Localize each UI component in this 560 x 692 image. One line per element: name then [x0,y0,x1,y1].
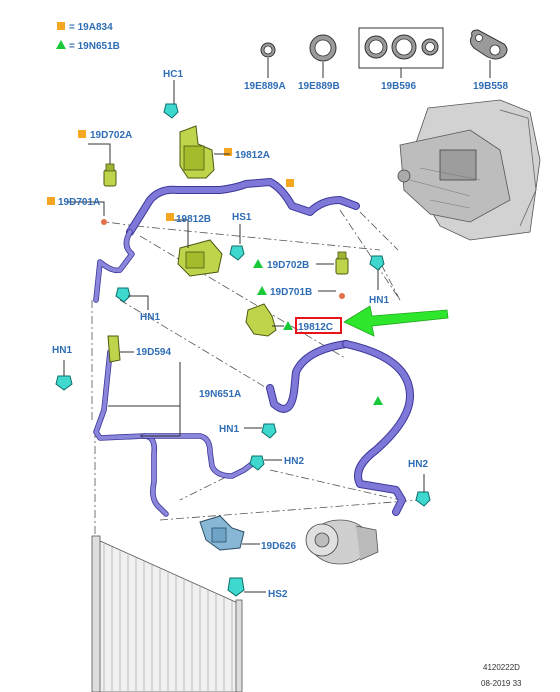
ref-date: 08-2019 33 [481,679,522,688]
label-hs1[interactable]: HS1 [232,212,252,223]
part-labels: HC1 19D702A 19812A 19D701A 19812B HS1 19… [52,69,428,600]
label-19e889b: 19E889B [298,81,340,92]
triangle-marker-icon [253,259,263,268]
valve-icon [103,169,117,187]
label-19e889a: 19E889A [244,81,286,92]
bracket-icon [245,303,277,337]
bracket-icon [211,527,227,543]
label-hn1-lower[interactable]: HN1 [219,424,239,435]
square-marker-icon [224,148,232,156]
hvac-module [397,99,541,241]
hose-right[interactable] [266,340,414,516]
label-19812b[interactable]: 19812B [176,214,211,225]
square-marker-icon [47,197,55,205]
condenser [91,535,243,692]
label-hn1-right[interactable]: HN1 [369,295,389,306]
label-19d594[interactable]: 19D594 [136,347,171,358]
bracket-19812b[interactable] [177,239,223,277]
valve-19d702a[interactable] [103,163,117,187]
triangle-marker-icon [257,286,267,295]
label-19812a[interactable]: 19812A [235,150,270,161]
valve-icon [335,257,349,275]
seal-19e889b[interactable]: 19E889B [298,34,340,92]
bracket-19812c[interactable] [245,303,277,337]
label-19812c[interactable]: 19812C [298,322,333,333]
bolt-icon [415,491,431,507]
label-19d701b[interactable]: 19D701B [270,287,312,298]
bolt-icon [249,455,265,471]
compressor [305,519,379,565]
label-hc1[interactable]: HC1 [163,69,183,80]
legend-square-icon [57,22,65,30]
legend: = 19A834 = 19N651B [56,22,120,52]
seal-19e889a[interactable]: 19E889A [244,42,286,92]
bolt-icon [369,255,385,271]
gasket-19b558[interactable]: 19B558 [469,29,508,92]
footer: 4120222D 08-2019 33 [481,663,522,688]
bracket-19812a[interactable] [179,125,215,179]
triangle-marker-icon [283,321,293,330]
label-hn1-mid[interactable]: HN1 [140,312,160,323]
legend-triangle-icon [56,40,66,49]
seal-kit-19b596[interactable]: 19B596 [358,27,444,92]
label-19d702b[interactable]: 19D702B [267,260,309,271]
hose-clip-icon [286,179,294,187]
label-19b596: 19B596 [381,81,416,92]
legend-square-text: = 19A834 [69,22,113,33]
hose-clip-triangle-icon [373,396,383,405]
ref-id: 4120222D [483,663,520,672]
bolt-icon [55,375,73,391]
bolt-icon [261,423,277,439]
bolt-icon [227,577,245,597]
bolt-icon [229,245,245,261]
sensor-icon [107,335,121,363]
gasket-icon [469,29,508,60]
sensor-19d594[interactable] [107,335,121,363]
label-19n651a[interactable]: 19N651A [199,389,241,400]
label-hn1-left[interactable]: HN1 [52,345,72,356]
legend-triangle-text: = 19N651B [69,41,120,52]
green-arrow-icon [343,305,449,337]
square-marker-icon [166,213,174,221]
square-marker-icon [78,130,86,138]
leader-lines [63,80,425,593]
bolt-icon [163,103,179,119]
callout-arrow [343,305,449,337]
label-19d626[interactable]: 19D626 [261,541,296,552]
highlight-box-19812c [295,317,342,334]
markers [47,130,345,330]
fasteners [55,103,431,597]
label-19d702a[interactable]: 19D702A [90,130,132,141]
bolt-icon [115,287,131,303]
label-19b558: 19B558 [473,81,508,92]
label-19d701a[interactable]: 19D701A [58,197,100,208]
bracket-19d626[interactable] [199,515,245,551]
label-hn2-right[interactable]: HN2 [408,459,428,470]
label-hs2[interactable]: HS2 [268,589,288,600]
label-hn2-mid[interactable]: HN2 [284,456,304,467]
hose-upper[interactable] [93,178,360,303]
valve-19d702b[interactable] [335,251,349,275]
